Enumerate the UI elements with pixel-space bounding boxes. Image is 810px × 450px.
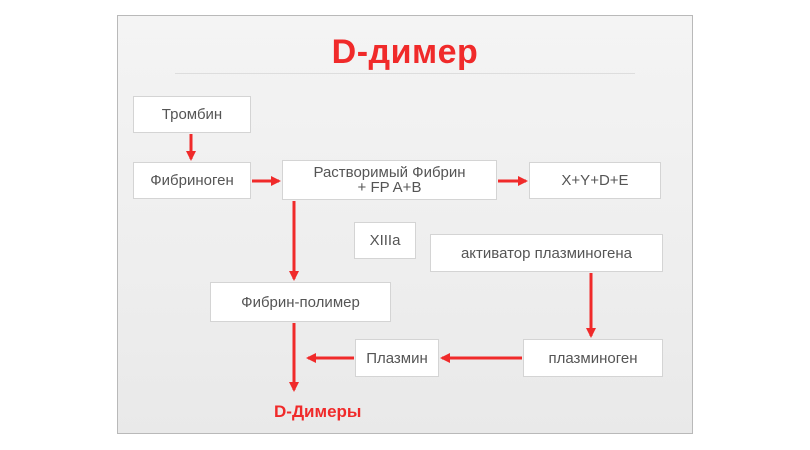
node-factor-xiiia: XIIIa [354,222,416,259]
node-plasmin: Плазмин [355,339,439,377]
result-d-dimers: D-Димеры [274,402,362,421]
node-thrombin: Тромбин [133,96,251,133]
node-soluble-fibrin: Растворимый Фибрин + FP A+B [282,160,497,200]
diagram-title: D-димер [331,33,479,71]
node-x-y-d-e: X+Y+D+E [529,162,661,199]
title-divider [175,73,635,74]
node-fibrinogen: Фибриноген [133,162,251,199]
node-plasminogen-activator: активатор плазминогена [430,234,663,272]
node-fibrin-polymer: Фибрин-полимер [210,282,391,322]
node-plasminogen: плазминоген [523,339,663,377]
